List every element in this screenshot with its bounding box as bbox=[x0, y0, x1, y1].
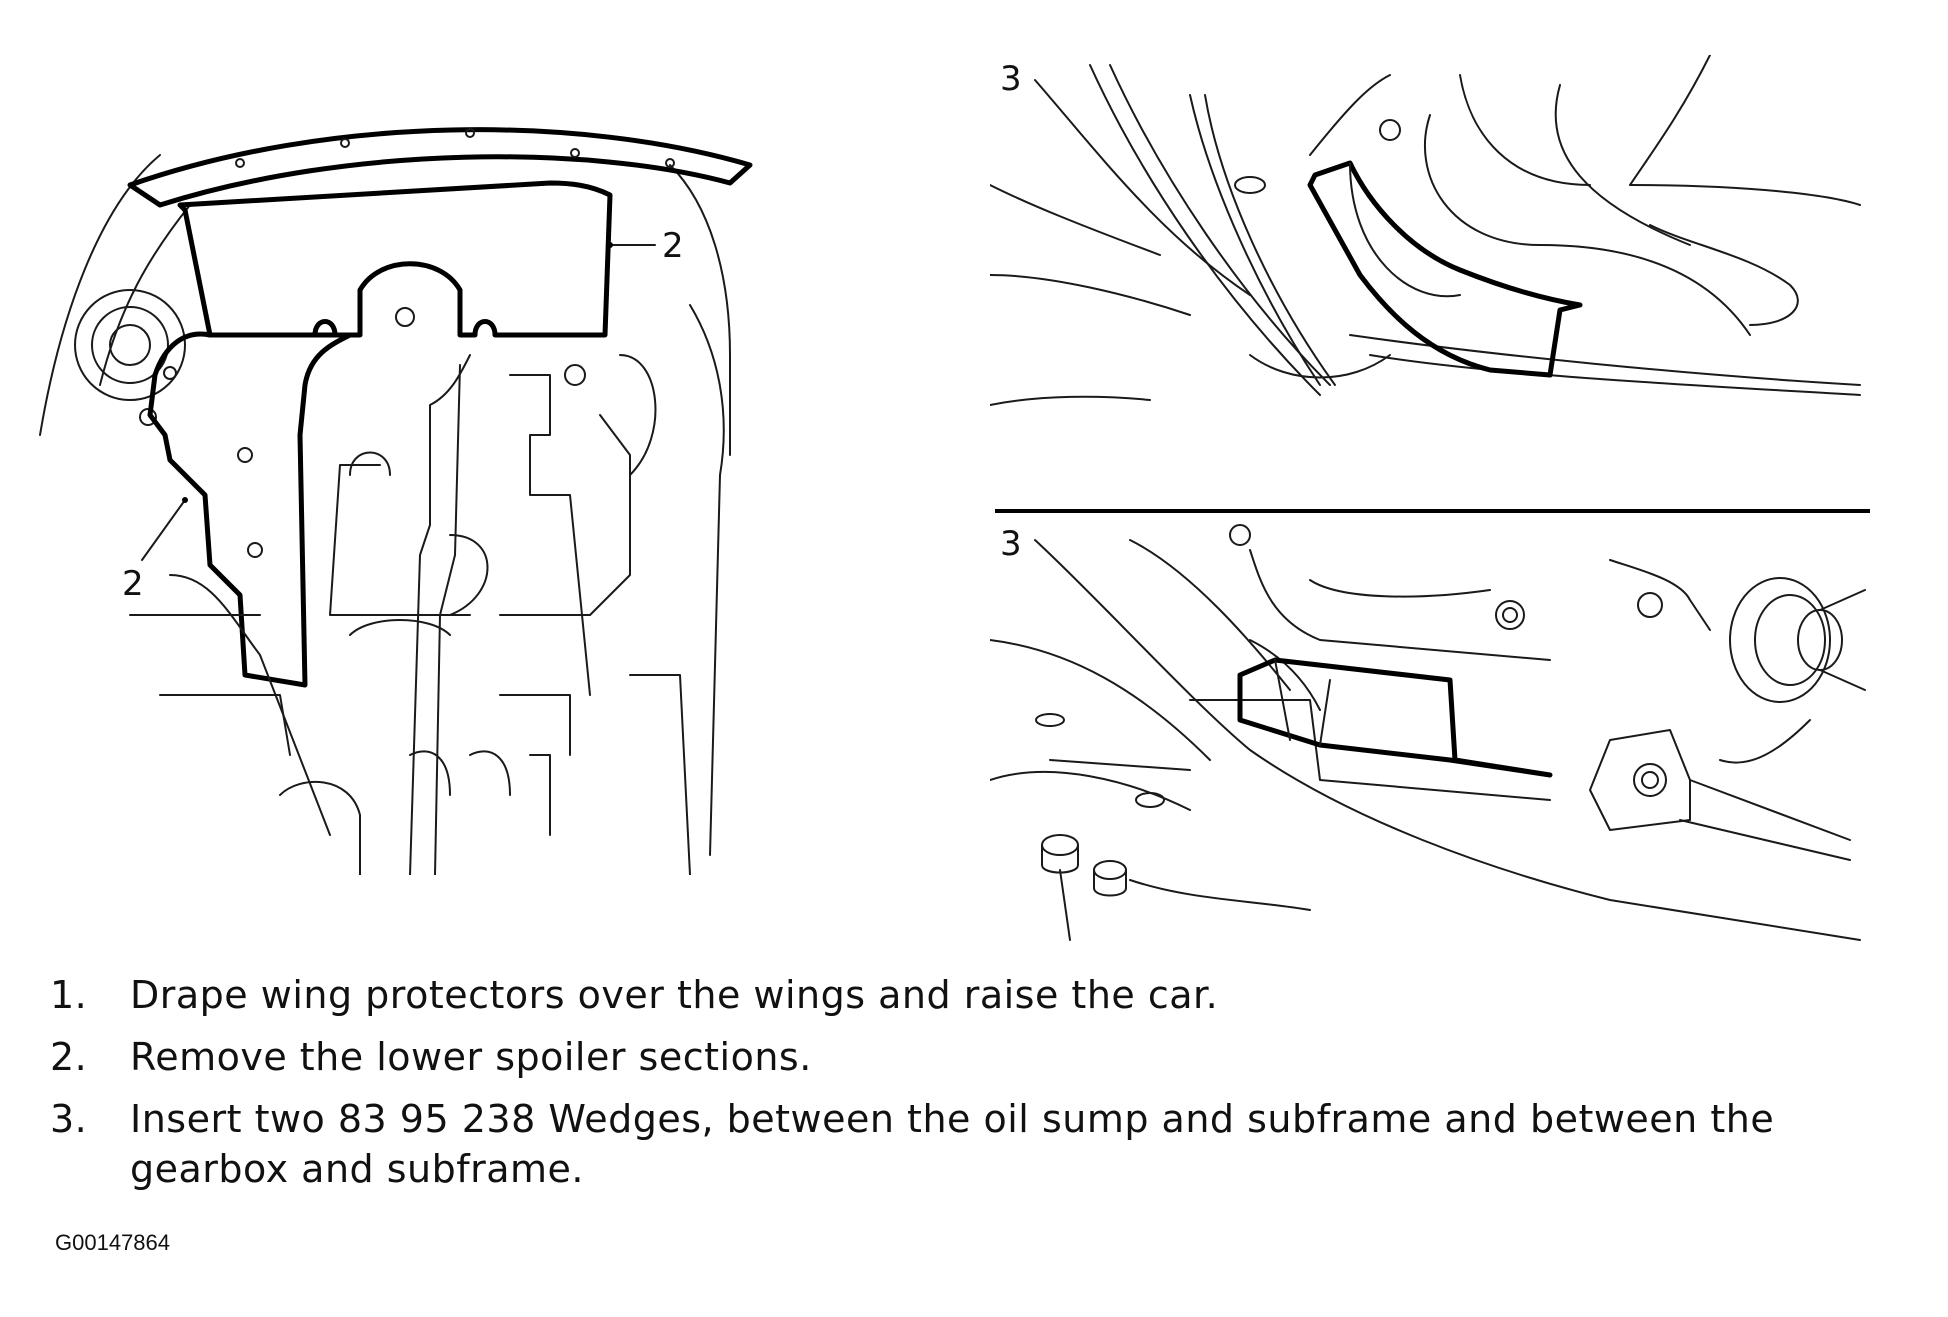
step-1-text: Drape wing protectors over the wings and… bbox=[130, 973, 1219, 1017]
instruction-steps: 1. Drape wing protectors over the wings … bbox=[50, 970, 1930, 1206]
step-2-text: Remove the lower spoiler sections. bbox=[130, 1035, 812, 1079]
callout-2-upper: 2 bbox=[662, 226, 684, 266]
callout-3-top: 3 bbox=[1000, 59, 1022, 99]
step-3: 3. Insert two 83 95 238 Wedges, between … bbox=[50, 1094, 1930, 1194]
step-1: 1. Drape wing protectors over the wings … bbox=[50, 970, 1930, 1020]
step-1-number: 1. bbox=[50, 973, 88, 1017]
step-2: 2. Remove the lower spoiler sections. bbox=[50, 1032, 1930, 1082]
sump-wedge-illustration: 3 bbox=[990, 55, 1870, 485]
callout-3-bottom: 3 bbox=[1000, 524, 1022, 564]
step-2-number: 2. bbox=[50, 1035, 88, 1079]
step-3-text: Insert two 83 95 238 Wedges, between the… bbox=[130, 1097, 1775, 1191]
figure-id: G00147864 bbox=[55, 1230, 170, 1255]
spoiler-removal-illustration: 2 2 bbox=[30, 55, 910, 875]
step-3-number: 3. bbox=[50, 1097, 88, 1141]
gearbox-wedge-illustration: 3 bbox=[990, 520, 1870, 950]
callout-2-lower: 2 bbox=[122, 564, 144, 604]
figure-divider bbox=[995, 509, 1870, 513]
